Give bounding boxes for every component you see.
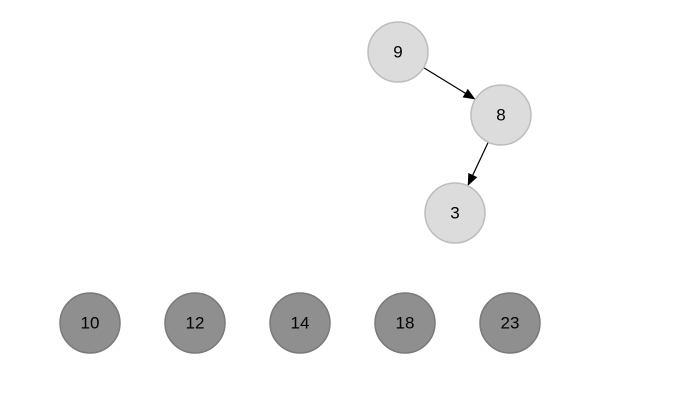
node-label: 14 xyxy=(291,313,310,332)
row-node-23: 23 xyxy=(479,292,541,354)
node-label: 12 xyxy=(186,313,205,332)
node-label: 18 xyxy=(396,313,415,332)
row-node-14: 14 xyxy=(269,292,331,354)
edge-arrow-n8-n3 xyxy=(467,141,489,186)
node-circle xyxy=(374,292,436,354)
tree-edges xyxy=(423,67,489,186)
node-label: 3 xyxy=(450,203,459,222)
row-node-18: 18 xyxy=(374,292,436,354)
node-row: 10 12 14 18 23 xyxy=(59,292,541,354)
node-circle xyxy=(470,84,532,146)
node-label: 8 xyxy=(496,105,505,124)
node-circle xyxy=(479,292,541,354)
node-circle xyxy=(269,292,331,354)
tree-nodes: 9 8 3 xyxy=(367,21,532,244)
row-node-10: 10 xyxy=(59,292,121,354)
tree-node-3: 3 xyxy=(424,182,486,244)
node-circle xyxy=(59,292,121,354)
node-circle xyxy=(367,21,429,83)
row-node-12: 12 xyxy=(164,292,226,354)
tree-node-8: 8 xyxy=(470,84,532,146)
node-label: 10 xyxy=(81,313,100,332)
tree-node-9: 9 xyxy=(367,21,429,83)
node-label: 23 xyxy=(501,313,520,332)
node-label: 9 xyxy=(393,42,402,61)
node-circle xyxy=(424,182,486,244)
edge-arrow-n9-n8 xyxy=(423,67,476,100)
node-circle xyxy=(164,292,226,354)
